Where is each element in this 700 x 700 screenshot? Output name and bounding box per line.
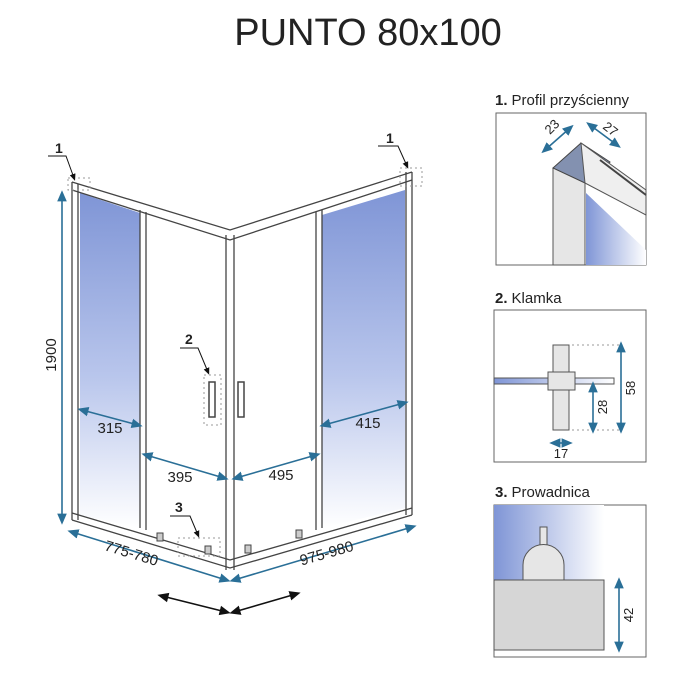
dim-right-fixed: 415 — [355, 415, 380, 432]
handle-right — [237, 381, 245, 418]
left-fixed-glass — [80, 193, 140, 528]
dim-height: 1900 — [43, 338, 60, 371]
callout-1-right: 1 — [386, 130, 394, 146]
right-fixed-glass — [322, 190, 405, 528]
svg-text:3.Prowadnica: 3.Prowadnica — [495, 484, 591, 501]
svg-text:2.Klamka: 2.Klamka — [495, 290, 562, 307]
svg-text:42: 42 — [621, 608, 636, 622]
callout-2: 2 — [185, 331, 193, 347]
slide-arrow-right — [229, 591, 301, 615]
detail-wall-profile: 1.Profil przyścienny 23 27 — [495, 92, 647, 266]
shower-enclosure — [67, 167, 423, 570]
callout-1-left: 1 — [55, 140, 63, 156]
handle-left — [208, 381, 216, 418]
dim-left-width: 775-780 — [103, 538, 161, 570]
callout-3: 3 — [175, 499, 183, 515]
dim-left-entry: 395 — [167, 469, 192, 486]
detail-handle: 2.Klamka 58 28 17 — [493, 290, 647, 463]
dim-right-width: 975-980 — [298, 538, 356, 570]
svg-text:17: 17 — [554, 446, 568, 461]
handle-highlight — [203, 374, 222, 426]
page-title: PUNTO 80x100 — [234, 12, 502, 54]
svg-text:58: 58 — [623, 381, 638, 395]
svg-text:28: 28 — [595, 400, 610, 414]
slide-arrow-left — [157, 592, 231, 616]
detail-guide: 3.Prowadnica 42 — [493, 484, 647, 658]
svg-text:1.Profil przyścienny: 1.Profil przyścienny — [495, 92, 630, 109]
dim-left-fixed: 315 — [97, 420, 122, 437]
dim-right-entry: 495 — [268, 467, 293, 484]
